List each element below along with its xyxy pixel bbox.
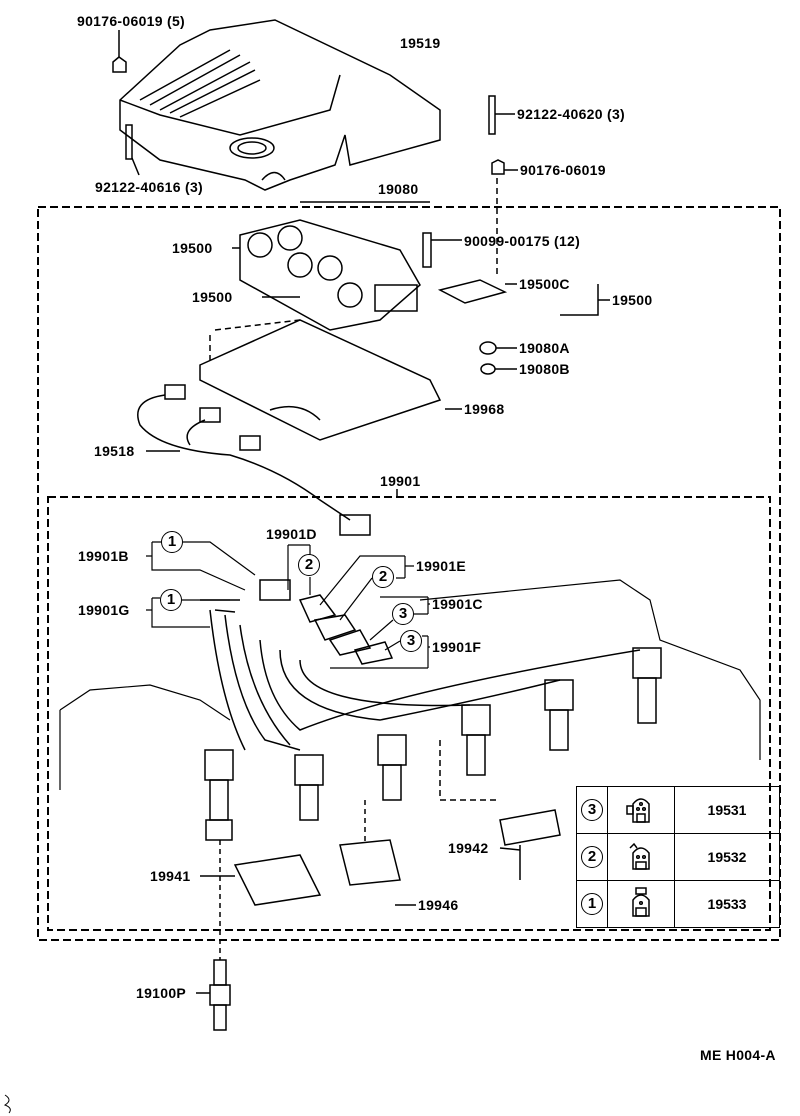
plug-cords-drawing	[200, 579, 641, 751]
legend-marker: 3	[581, 799, 603, 821]
coil-bracket-drawing	[199, 319, 517, 441]
ignition-cover-drawing	[119, 19, 441, 191]
label-19500-top: 19500	[172, 240, 213, 256]
label-19901G: 19901G	[78, 602, 130, 618]
ignition-coils-drawing	[232, 219, 610, 331]
legend-part-number: 19531	[674, 786, 780, 834]
marker-19901D: 2	[298, 554, 320, 576]
spark-plug-drawing	[196, 959, 231, 1031]
legend-row: 1 19533	[576, 880, 780, 928]
label-90099-00175: 90099-00175 (12)	[464, 233, 581, 249]
marker-19901G: 1	[160, 589, 182, 611]
marker-19901F: 3	[400, 630, 422, 652]
label-90176-06019: 90176-06019	[520, 162, 606, 178]
clamps-drawing	[200, 809, 561, 906]
connector-2pin-icon	[629, 842, 650, 870]
label-92122-40616: 92122-40616 (3)	[95, 179, 204, 195]
legend-marker: 1	[581, 893, 603, 915]
connector-legend-table: 3 19531 2 19532 1 19533	[576, 786, 780, 928]
label-19941: 19941	[150, 868, 191, 884]
label-19080A: 19080A	[519, 340, 570, 356]
label-19500C: 19500C	[519, 276, 570, 292]
label-19942: 19942	[448, 840, 489, 856]
label-19901: 19901	[380, 473, 421, 489]
label-19080: 19080	[378, 181, 419, 197]
diagram-code: ME H004-A	[700, 1047, 776, 1063]
label-19080B: 19080B	[519, 361, 570, 377]
marker-19901C: 3	[392, 603, 414, 625]
connector-1pin-icon	[632, 886, 650, 917]
legend-part-number: 19533	[674, 880, 780, 928]
corner-mark	[3, 1094, 11, 1114]
fasteners-drawing	[112, 30, 518, 278]
engine-head-drawing	[59, 579, 761, 790]
legend-part-number: 19532	[674, 833, 780, 881]
label-19901D: 19901D	[266, 526, 317, 542]
label-19500-mid: 19500	[192, 289, 233, 305]
label-19518: 19518	[94, 443, 135, 459]
label-19901B: 19901B	[78, 548, 129, 564]
label-19100P: 19100P	[136, 985, 187, 1001]
legend-row: 3 19531	[576, 786, 780, 834]
cord-leaders	[146, 541, 430, 669]
label-90176-06019-5: 90176-06019 (5)	[77, 13, 186, 29]
label-19901E: 19901E	[416, 558, 467, 574]
marker-19901B: 1	[161, 531, 183, 553]
label-19901F: 19901F	[432, 639, 482, 655]
label-19901C: 19901C	[432, 596, 483, 612]
legend-row: 2 19532	[576, 833, 780, 881]
marker-19901E: 2	[372, 566, 394, 588]
plug-boots-drawing	[204, 647, 662, 960]
legend-marker: 2	[581, 846, 603, 868]
label-19500-group: 19500	[612, 292, 653, 308]
label-19968: 19968	[464, 401, 505, 417]
label-92122-40620: 92122-40620 (3)	[517, 106, 626, 122]
assembly-19080-boundary	[37, 206, 781, 941]
label-19519: 19519	[400, 35, 441, 51]
label-19946: 19946	[418, 897, 459, 913]
wire-harness-drawing	[137, 384, 371, 536]
connector-3pin-icon	[626, 797, 650, 823]
cord-set-19901-boundary	[47, 496, 771, 931]
